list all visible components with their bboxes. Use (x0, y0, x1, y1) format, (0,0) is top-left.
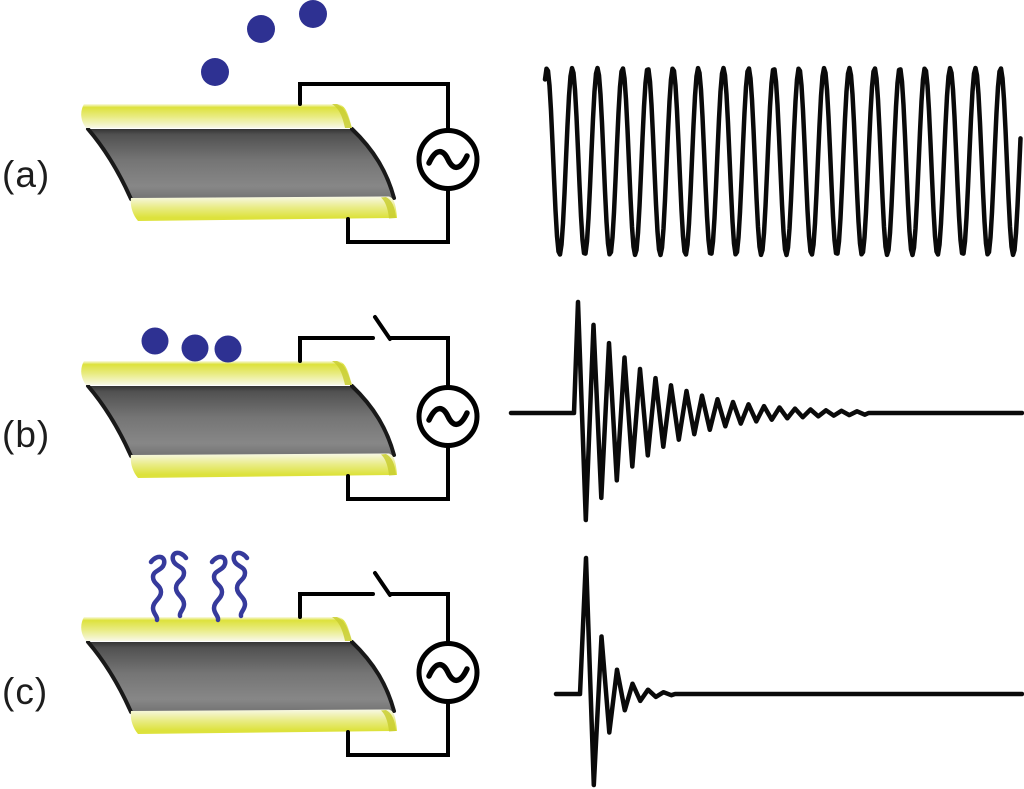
particle-icon (181, 334, 209, 362)
particles-a (201, 0, 327, 86)
quartz-crystal-c (81, 617, 397, 734)
bottom-wire (346, 699, 450, 757)
sensor-device-b (81, 315, 480, 501)
quartz-slab (88, 642, 394, 712)
quartz-crystal-b (81, 361, 397, 478)
quartz-slab (88, 129, 394, 199)
polymer-chain-icon (170, 550, 189, 619)
bottom-electrode-fold (381, 197, 396, 219)
oscillation-waveform-a (542, 65, 1023, 258)
bottom-wire (346, 443, 450, 501)
top-electrode-fold (332, 617, 352, 641)
top-wire (298, 592, 375, 619)
drive-circuit-a (298, 82, 450, 244)
polymer-squiggles-c (148, 550, 250, 623)
panel-label-b: (b) (2, 414, 51, 455)
polymer-chain-icon (209, 554, 228, 623)
particle-icon (299, 0, 327, 28)
drive-circuit-b (298, 315, 450, 501)
particle-icon (141, 327, 169, 355)
bottom-electrode (130, 453, 397, 478)
polymer-chain-icon (148, 554, 167, 623)
top-wire (298, 82, 450, 133)
polymer-chain-icon (231, 550, 250, 619)
top-electrode-fold (332, 361, 352, 385)
top-electrode (81, 104, 352, 128)
panel-label-c: (c) (2, 671, 49, 712)
particles-b (141, 327, 242, 363)
particle-icon (201, 58, 229, 86)
oscillation-waveform-b (508, 299, 1024, 523)
top-electrode (81, 361, 352, 385)
top-electrode (81, 617, 352, 641)
particle-icon (214, 335, 242, 363)
top-wire (298, 336, 375, 363)
switch-to-source-wire (388, 336, 450, 390)
switch-to-source-wire (388, 592, 450, 646)
quartz-left-edge (86, 384, 133, 458)
oscillation-waveform-c (553, 555, 1024, 788)
sensor-device-a (81, 82, 480, 244)
open-switch-lever (373, 571, 392, 597)
bottom-electrode-fold (381, 454, 396, 476)
sine-symbol-icon (426, 148, 470, 171)
sine-symbol-icon (426, 405, 470, 428)
drive-circuit-c (298, 571, 450, 757)
quartz-left-edge (86, 127, 133, 201)
panel-label-a: (a) (2, 154, 51, 195)
quartz-right-edge (350, 384, 396, 457)
quartz-right-edge (350, 127, 396, 200)
sine-symbol-icon (426, 661, 470, 684)
quartz-left-edge (86, 640, 133, 714)
quartz-slab (88, 386, 394, 456)
quartz-crystal-a (81, 104, 397, 221)
quartz-right-edge (350, 640, 396, 713)
open-switch-lever (373, 315, 392, 341)
particle-icon (247, 15, 275, 43)
bottom-electrode-fold (381, 710, 396, 732)
top-electrode-fold (332, 104, 352, 128)
bottom-electrode (130, 196, 397, 221)
bottom-wire (346, 186, 450, 244)
sensor-device-c (81, 571, 480, 757)
bottom-electrode (130, 709, 397, 734)
